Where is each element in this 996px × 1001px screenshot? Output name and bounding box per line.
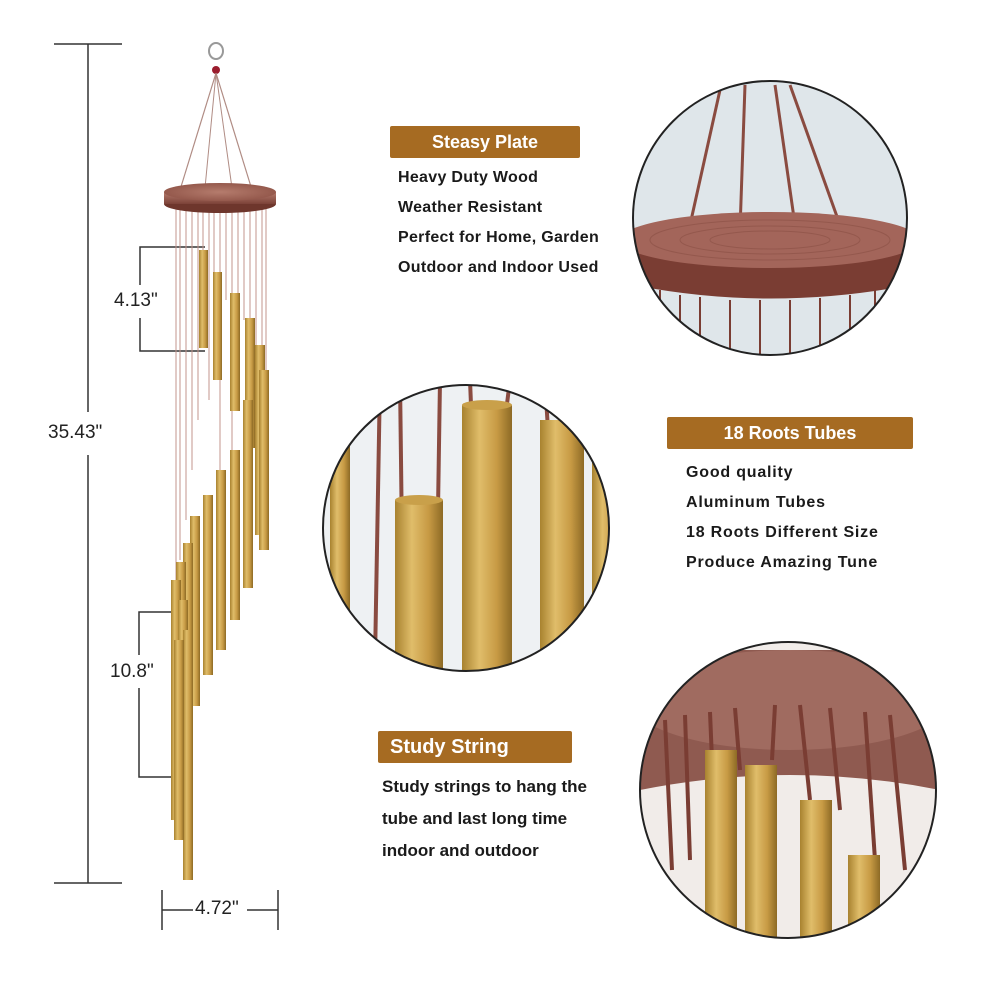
string-description: Study strings to hang the tube and last …: [382, 771, 587, 867]
list-item: Weather Resistant: [398, 199, 543, 216]
plate-feature-list: Heavy Duty Wood Weather Resistant Perfec…: [398, 163, 599, 283]
total-height-label: 35.43": [48, 422, 103, 443]
string-badge: Study String: [378, 731, 572, 763]
list-item: Heavy Duty Wood: [398, 169, 539, 186]
list-item: Aluminum Tubes: [686, 494, 826, 511]
list-item: indoor and outdoor: [382, 841, 539, 860]
short-tube-label: 4.13": [114, 290, 158, 311]
strings-closeup: [640, 642, 936, 938]
tube-set: [171, 250, 269, 880]
wood-plate-closeup: [633, 81, 907, 355]
list-item: Good quality: [686, 464, 794, 481]
long-tube-label: 10.8": [110, 661, 154, 682]
list-item: Outdoor and Indoor Used: [398, 259, 599, 276]
tubes-badge: 18 Roots Tubes: [667, 417, 913, 449]
short-tube-bracket: [139, 246, 205, 352]
list-item: 18 Roots Different Size: [686, 524, 879, 541]
height-dimension-line: [54, 43, 122, 884]
list-item: Produce Amazing Tune: [686, 554, 879, 571]
list-item: Perfect for Home, Garden: [398, 229, 600, 246]
width-dimension-line: [161, 890, 279, 930]
tubes-feature-list: Good quality Aluminum Tubes 18 Roots Dif…: [686, 458, 879, 578]
list-item: tube and last long time: [382, 809, 568, 828]
tubes-closeup: [323, 385, 609, 671]
chime-tubes: [175, 205, 267, 600]
long-tube-bracket: [138, 611, 180, 778]
plate-badge: Steasy Plate: [390, 126, 580, 158]
list-item: Study strings to hang the: [382, 777, 587, 796]
width-label: 4.72": [195, 898, 239, 919]
wood-plate: [164, 183, 276, 213]
hanging-ring-icon: [179, 42, 253, 191]
